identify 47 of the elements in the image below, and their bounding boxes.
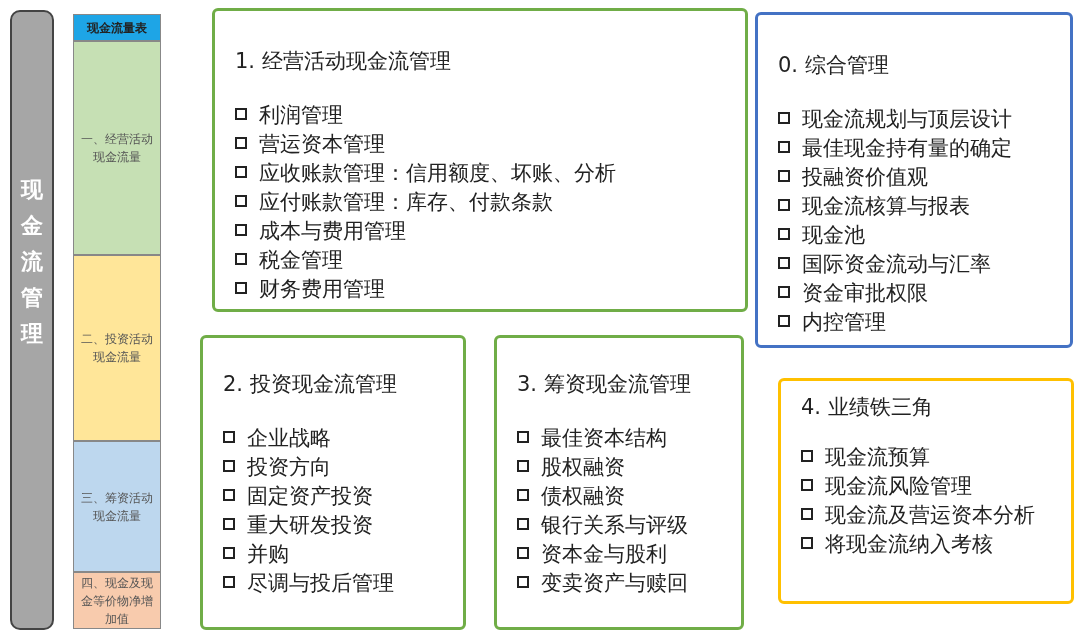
section-card [494,335,744,630]
list-item: 最佳现金持有量的确定 [802,135,1012,162]
list-item: 税金管理 [259,247,343,274]
list-item: 股权融资 [541,454,625,481]
table-cell: 一、经营活动现金流量 [73,41,161,255]
list-item: 国际资金流动与汇率 [802,251,991,278]
list-item: 现金流及营运资本分析 [825,502,1035,529]
table-header: 现金流量表 [73,14,161,41]
list-item: 现金流核算与报表 [802,193,970,220]
section-heading: 4. 业绩铁三角 [801,394,934,421]
list-item: 投资方向 [247,454,331,481]
list-item: 企业战略 [247,425,331,452]
section-heading: 2. 投资现金流管理 [223,371,398,398]
section-heading: 1. 经营活动现金流管理 [235,48,452,75]
table-cell: 四、现金及现金等价物净增加值 [73,572,161,629]
list-item: 应付账款管理：库存、付款条款 [259,189,553,216]
section-card [212,8,748,312]
list-item: 内控管理 [802,309,886,336]
list-item: 现金流风险管理 [825,473,972,500]
list-item: 应收账款管理：信用额度、坏账、分析 [259,160,616,187]
section-heading: 0. 综合管理 [778,52,890,79]
list-item: 尽调与投后管理 [247,570,394,597]
section-heading: 3. 筹资现金流管理 [517,371,692,398]
list-item: 利润管理 [259,102,343,129]
table-cell: 三、筹资活动现金流量 [73,441,161,572]
section-card [778,378,1074,604]
list-item: 重大研发投资 [247,512,373,539]
list-item: 投融资价值观 [802,164,928,191]
list-item: 营运资本管理 [259,131,385,158]
list-item: 固定资产投资 [247,483,373,510]
list-item: 资金审批权限 [802,280,928,307]
list-item: 并购 [247,541,289,568]
section-card [755,12,1073,348]
list-item: 资本金与股利 [541,541,667,568]
table-cell: 二、投资活动现金流量 [73,255,161,441]
list-item: 最佳资本结构 [541,425,667,452]
section-card [200,335,466,630]
list-item: 成本与费用管理 [259,218,406,245]
list-item: 变卖资产与赎回 [541,570,688,597]
list-item: 银行关系与评级 [541,512,688,539]
title-bar: 现金流管理 [10,10,54,630]
list-item: 现金池 [802,222,865,249]
list-item: 债权融资 [541,483,625,510]
list-item: 将现金流纳入考核 [825,531,993,558]
list-item: 现金流预算 [825,444,930,471]
list-item: 现金流规划与顶层设计 [802,106,1012,133]
list-item: 财务费用管理 [259,276,385,303]
